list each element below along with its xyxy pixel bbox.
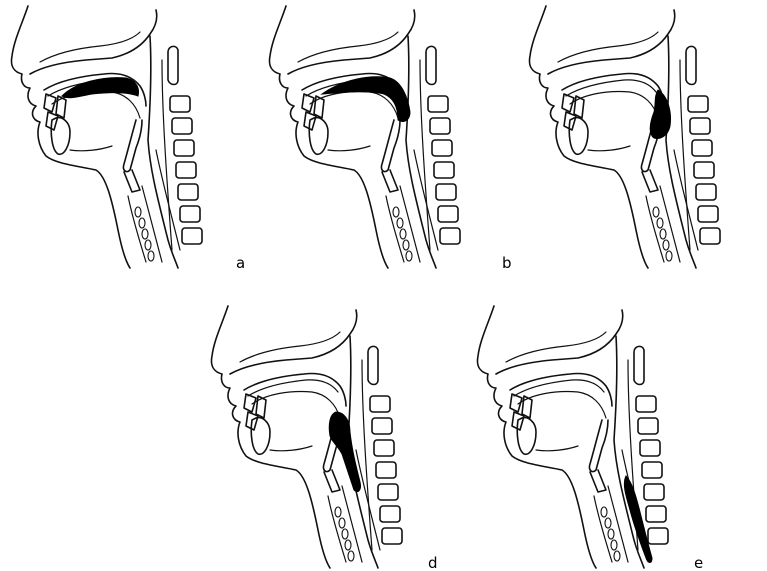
panel-label-b: b [502,254,512,272]
panel-c [529,6,720,268]
panel-a: a [11,6,245,272]
panel-d: d [211,306,437,571]
panel-e: e [477,306,703,571]
panel-label-a: a [236,254,245,272]
bolus-oral-a [62,78,139,98]
panel-label-d: d [428,554,438,571]
panel-label-e: e [694,554,703,571]
panel-b: b [269,6,511,272]
